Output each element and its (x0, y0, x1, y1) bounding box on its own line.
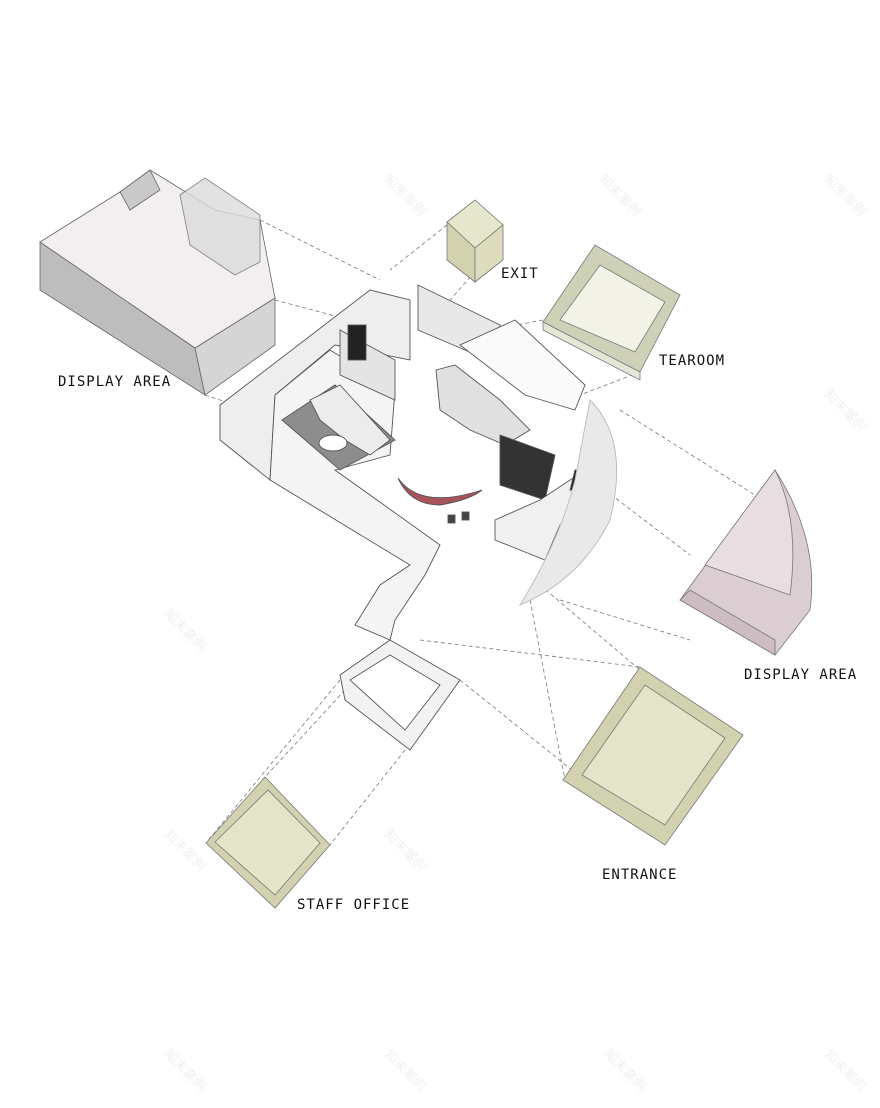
label-display-area-left: DISPLAY AREA (58, 374, 172, 390)
display-area-left-volume (39, 169, 276, 396)
display-area-right-volume (679, 469, 813, 656)
label-exit: EXIT (501, 266, 539, 282)
entrance-volume (562, 666, 744, 846)
staff-office-volume (205, 776, 331, 909)
central-floor-plan (219, 284, 618, 751)
label-display-area-right: DISPLAY AREA (744, 667, 858, 683)
projection-lines (204, 219, 756, 846)
dark-partition (499, 434, 556, 501)
label-staff-office: STAFF OFFICE (297, 897, 411, 913)
tearoom-volume (542, 244, 681, 381)
mesh-screen (518, 399, 618, 606)
reception-desk (397, 477, 483, 506)
label-tearoom: TEAROOM (659, 353, 726, 369)
label-entrance: ENTRANCE (602, 867, 678, 883)
exit-volume (446, 199, 504, 283)
